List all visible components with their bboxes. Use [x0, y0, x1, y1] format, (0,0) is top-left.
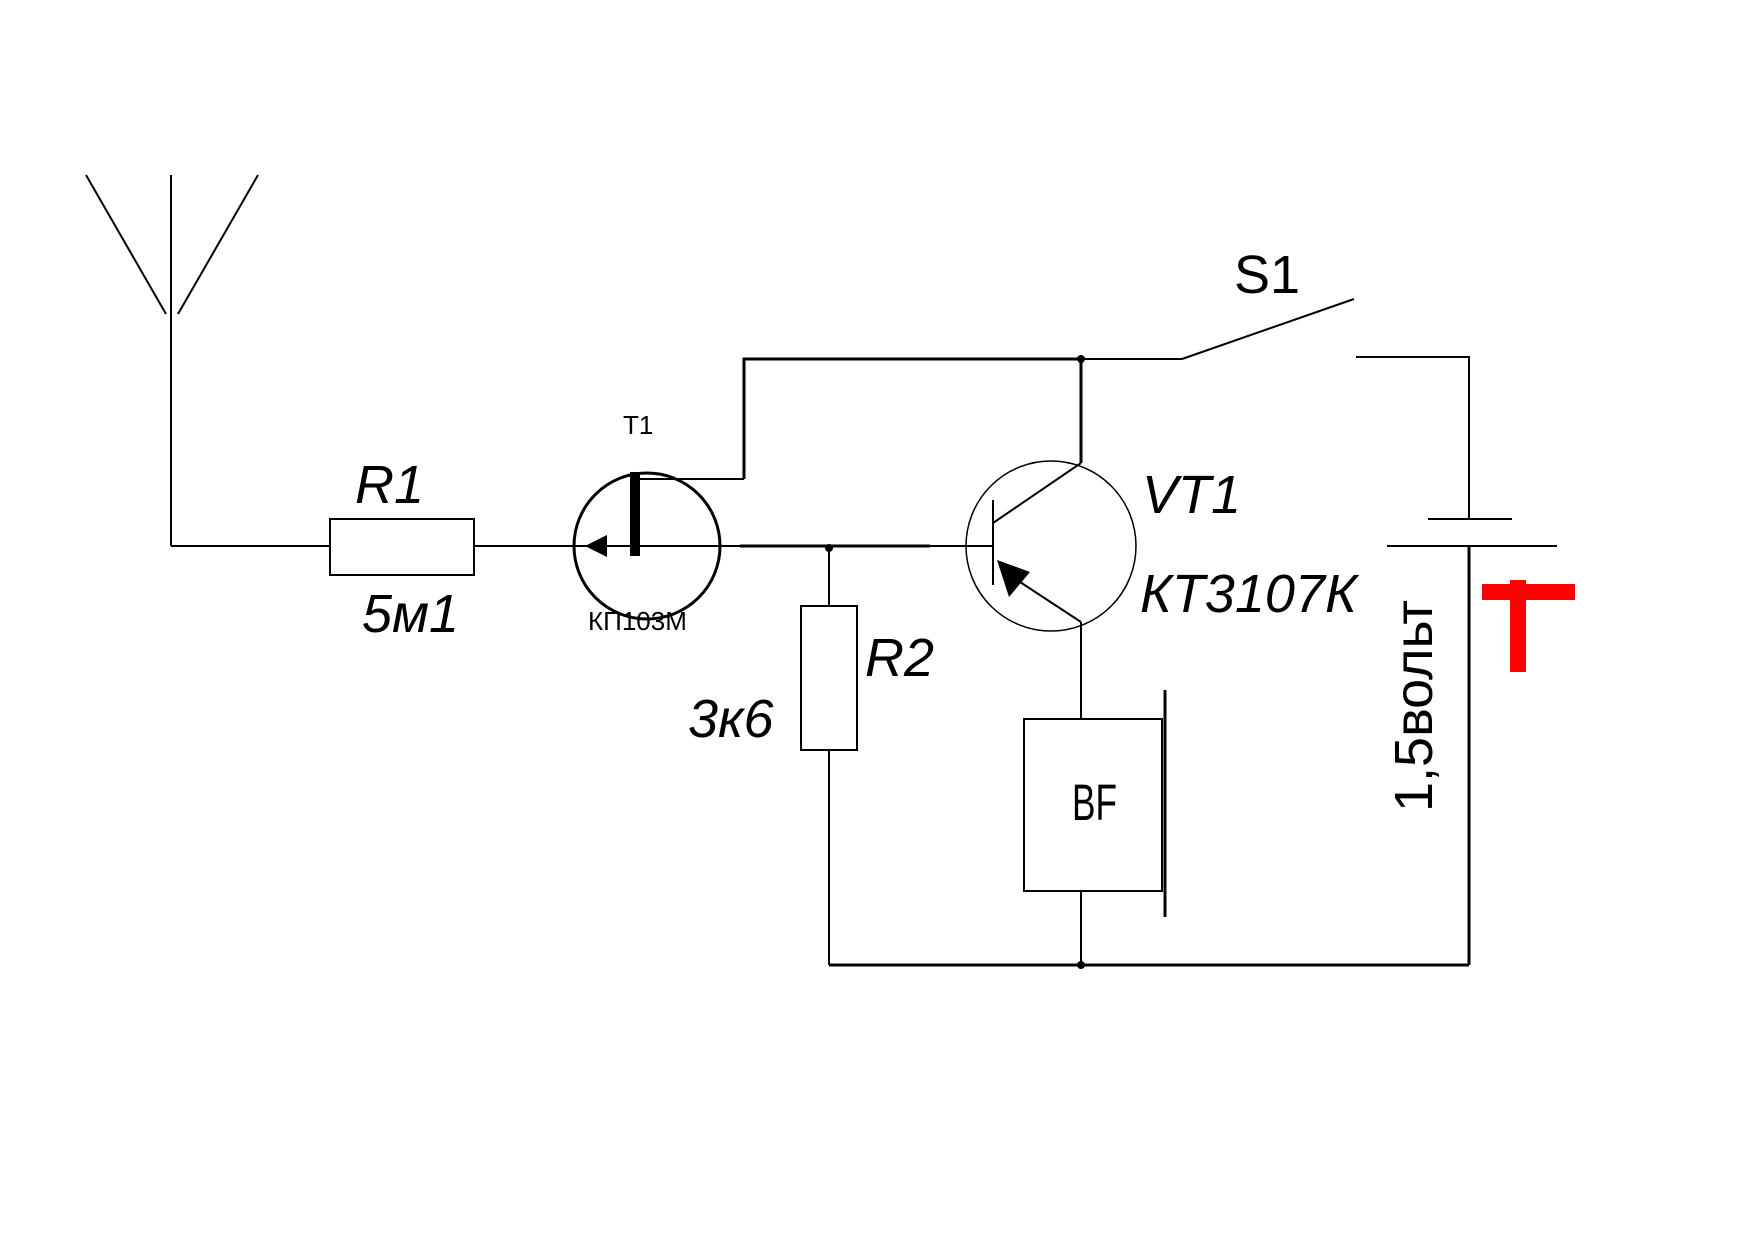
resistor-r1	[329, 518, 475, 576]
r1-designator: R1	[355, 455, 424, 515]
speaker-icon	[1023, 690, 1167, 917]
t1-part: КП103М	[588, 606, 687, 636]
wire-switch-battery	[1356, 356, 1470, 519]
battery-label: 1,5вольт	[1384, 600, 1444, 812]
antenna-icon	[85, 174, 259, 546]
r1-value: 5м1	[362, 584, 459, 644]
switch-icon[interactable]	[1181, 298, 1355, 360]
r2-designator: R2	[865, 628, 934, 688]
fet-transistor-icon	[572, 471, 760, 621]
vt1-designator: VT1	[1142, 465, 1241, 525]
resistor-r2	[800, 605, 858, 751]
wire-t1-drain-rail	[742, 357, 1081, 479]
plus-polarity-icon	[1482, 580, 1575, 672]
r2-value: 3к6	[688, 689, 775, 749]
battery-icon	[1387, 518, 1557, 547]
t1-designator: T1	[623, 410, 653, 440]
s1-designator: S1	[1234, 245, 1300, 305]
pnp-transistor-icon	[965, 359, 1137, 719]
vt1-part: КТ3107К	[1140, 564, 1360, 624]
junction-dot-bottom	[1077, 961, 1085, 969]
bf-designator: BF	[1072, 776, 1117, 832]
